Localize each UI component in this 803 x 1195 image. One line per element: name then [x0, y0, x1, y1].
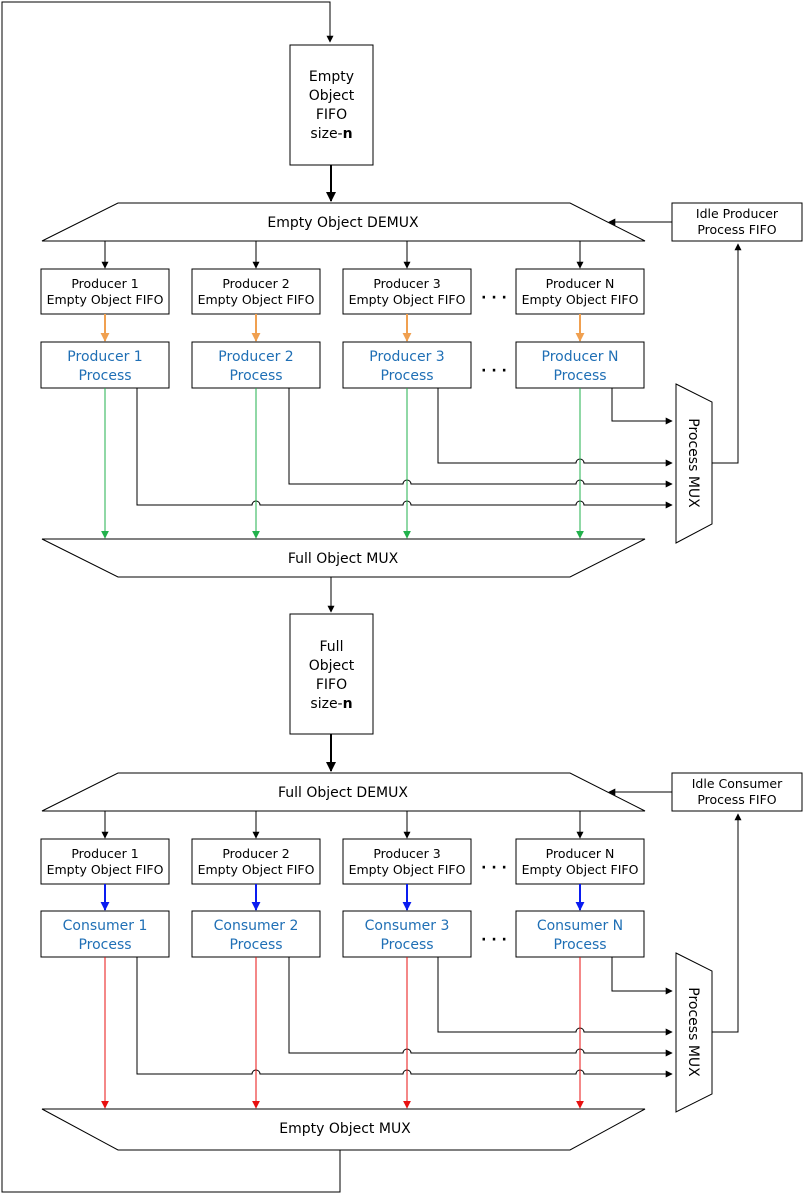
mux-to-idle-arrow	[702, 813, 742, 1033]
process-label-line1: Producer 3	[369, 349, 444, 365]
process-mux-label: Process MUX	[685, 987, 701, 1077]
process-label-line2: Process	[553, 937, 606, 953]
process-3-to-mux-wire	[437, 957, 673, 1036]
mux-to-idle-arrow	[702, 243, 742, 464]
top-stage: Empty Object FIFO size-n Empty Object DE…	[40, 44, 803, 613]
full-object-fifo: Full Object FIFO size-n	[289, 613, 374, 735]
bottom-stage: Full Object FIFO size-n Full Object DEMU…	[40, 613, 803, 1151]
fifo-label-line2: Object	[309, 88, 355, 104]
queue-label-line2: Empty Object FIFO	[522, 862, 639, 877]
process-label-line2: Process	[553, 368, 606, 384]
process-label-line2: Process	[229, 937, 282, 953]
process-label-line1: Consumer 3	[365, 918, 450, 934]
process-n-to-mux-wire	[611, 957, 673, 995]
process-label-line1: Producer N	[542, 349, 619, 365]
producer-queue-2: Producer 2 Empty Object FIFO	[191, 268, 321, 315]
fifo-label-line1: Full	[320, 639, 344, 655]
process-label-line1: Consumer 1	[63, 918, 148, 934]
full-object-demux: Full Object DEMUX	[41, 772, 646, 812]
queue-label-line1: Producer 1	[71, 276, 138, 291]
producer-process-mux: Process MUX	[675, 383, 713, 544]
process-2-to-mux-wire	[288, 957, 673, 1057]
process-label-line2: Process	[78, 368, 131, 384]
queue-label-line1: Producer 3	[373, 276, 440, 291]
demux-label: Full Object DEMUX	[278, 785, 408, 801]
empty-object-fifo: Empty Object FIFO size-n	[289, 44, 374, 166]
process-ellipsis: · · ·	[481, 932, 507, 948]
producer-process-2: Producer 2 Process	[191, 341, 321, 389]
feedback-loop-line	[1, 1, 341, 1193]
process-2-to-mux-wire	[288, 388, 673, 488]
process-label-line1: Producer 1	[67, 349, 142, 365]
full-mux-label: Full Object MUX	[288, 551, 399, 567]
process-3-to-mux-wire	[437, 388, 673, 467]
process-1-to-mux-wire	[136, 388, 673, 509]
idle-fifo-line2: Process FIFO	[697, 222, 776, 237]
demux-label: Empty Object DEMUX	[267, 215, 419, 231]
process-label-line2: Process	[380, 937, 433, 953]
empty-mux-label: Empty Object MUX	[279, 1121, 411, 1137]
fifo-label-line1: Empty	[309, 69, 354, 85]
process-mux-label: Process MUX	[685, 418, 701, 508]
consumer-process-2: Consumer 2 Process	[191, 910, 321, 958]
queue-ellipsis: · · ·	[481, 860, 507, 876]
process-1-to-mux-wire	[136, 957, 673, 1078]
queue-label-line2: Empty Object FIFO	[349, 862, 466, 877]
consumer-queue-1: Producer 1 Empty Object FIFO	[40, 838, 170, 885]
queue-label-line2: Empty Object FIFO	[349, 292, 466, 307]
empty-object-demux: Empty Object DEMUX	[41, 202, 646, 242]
process-ellipsis: · · ·	[481, 363, 507, 379]
process-n-to-mux-wire	[611, 388, 673, 425]
idle-fifo-line1: Idle Consumer	[692, 776, 783, 791]
fifo-label-line3: FIFO	[316, 107, 347, 123]
process-label-line2: Process	[229, 368, 282, 384]
idle-fifo-line1: Idle Producer	[696, 206, 779, 221]
process-label-line1: Consumer 2	[214, 918, 299, 934]
queue-label-line2: Empty Object FIFO	[47, 862, 164, 877]
queue-label-line2: Empty Object FIFO	[198, 862, 315, 877]
queue-label-line1: Producer N	[546, 276, 615, 291]
queue-ellipsis: · · ·	[481, 290, 507, 306]
process-label-line1: Producer 2	[218, 349, 293, 365]
queue-label-line1: Producer 1	[71, 846, 138, 861]
idle-producer-process-fifo: Idle Producer Process FIFO	[671, 202, 803, 242]
process-label-line2: Process	[380, 368, 433, 384]
producer-queue-n: Producer N Empty Object FIFO	[515, 268, 645, 315]
consumer-process-3: Consumer 3 Process	[342, 910, 472, 958]
queue-label-line1: Producer 2	[222, 846, 289, 861]
queue-label-line2: Empty Object FIFO	[198, 292, 315, 307]
queue-label-line1: Producer 3	[373, 846, 440, 861]
producer-queue-3: Producer 3 Empty Object FIFO	[342, 268, 472, 315]
consumer-process-1: Consumer 1 Process	[40, 910, 170, 958]
empty-object-mux: Empty Object MUX	[41, 1108, 646, 1151]
consumer-queue-3: Producer 3 Empty Object FIFO	[342, 838, 472, 885]
consumer-process-n: Consumer N Process	[515, 910, 645, 958]
fifo-size-label: size-n	[310, 126, 352, 142]
process-label-line2: Process	[78, 937, 131, 953]
process-label-line1: Consumer N	[537, 918, 623, 934]
fifo-label-line2: Object	[309, 658, 355, 674]
producer-process-1: Producer 1 Process	[40, 341, 170, 389]
producer-process-n: Producer N Process	[515, 341, 645, 389]
idle-consumer-process-fifo: Idle Consumer Process FIFO	[671, 772, 803, 812]
queue-label-line2: Empty Object FIFO	[47, 292, 164, 307]
producer-process-3: Producer 3 Process	[342, 341, 472, 389]
queue-label-line2: Empty Object FIFO	[522, 292, 639, 307]
producer-queue-1: Producer 1 Empty Object FIFO	[40, 268, 170, 315]
queue-label-line1: Producer 2	[222, 276, 289, 291]
fifo-size-label: size-n	[310, 696, 352, 712]
fifo-label-line3: FIFO	[316, 677, 347, 693]
consumer-queue-2: Producer 2 Empty Object FIFO	[191, 838, 321, 885]
queue-label-line1: Producer N	[546, 846, 615, 861]
idle-fifo-line2: Process FIFO	[697, 792, 776, 807]
full-object-mux: Full Object MUX	[41, 538, 646, 578]
consumer-process-mux: Process MUX	[675, 952, 713, 1113]
consumer-queue-n: Producer N Empty Object FIFO	[515, 838, 645, 885]
